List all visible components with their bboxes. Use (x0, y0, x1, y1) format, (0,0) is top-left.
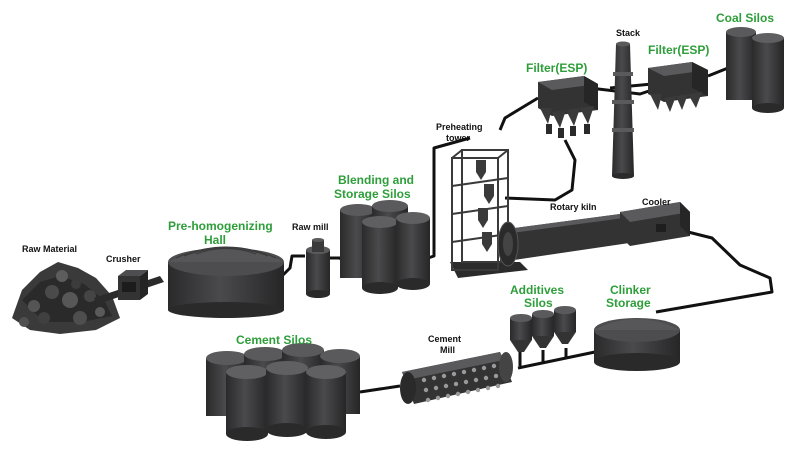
label-additives-silos-2: Silos (524, 296, 553, 310)
label-additives-silos-1: Additives (510, 283, 564, 297)
pipe-tower-to-filter-left (498, 96, 539, 131)
label-blending-silos-1: Blending and (338, 173, 414, 187)
additives-silos (510, 306, 576, 352)
pipe-filter-left-to-kiln (504, 139, 577, 202)
pipe-filter-right-to-coal (707, 66, 729, 78)
label-filter-esp-left: Filter(ESP) (526, 61, 587, 75)
cement-silos (206, 343, 360, 441)
label-preheating-tower-1: Preheating (436, 122, 483, 132)
rotary-kiln (497, 210, 654, 267)
filter-esp-left (538, 76, 598, 138)
label-cooler: Cooler (642, 197, 671, 207)
cooler (620, 202, 690, 246)
stack (612, 41, 634, 179)
pipe-blending-to-tower (427, 136, 471, 260)
label-coal-silos: Coal Silos (716, 11, 774, 25)
pipe-clinker-to-cement-mill (517, 350, 596, 370)
label-filter-esp-right: Filter(ESP) (648, 43, 709, 57)
filter-esp-right (648, 62, 708, 112)
label-raw-material: Raw Material (22, 244, 77, 254)
pipe-mill-to-cement-silos (359, 384, 401, 394)
pipe-additives-down (518, 348, 568, 366)
crusher (94, 270, 164, 304)
label-clinker-storage-2: Storage (606, 296, 651, 310)
label-cement-silos: Cement Silos (236, 333, 312, 347)
raw-mill (306, 238, 330, 298)
label-raw-mill: Raw mill (292, 222, 329, 232)
blending-storage-silos (340, 200, 430, 294)
label-preheating-tower-2: tower (446, 133, 471, 143)
label-rotary-kiln: Rotary kiln (550, 202, 597, 212)
raw-material-pile (12, 262, 120, 334)
label-pre-homogenizing-hall-2: Hall (204, 233, 226, 247)
label-crusher: Crusher (106, 254, 141, 264)
process-pipes (280, 66, 774, 394)
pipe-hall-to-rawmill (280, 254, 305, 278)
coal-silos (726, 27, 784, 113)
label-blending-silos-2: Storage Silos (334, 187, 411, 201)
cement-mill (400, 352, 513, 404)
label-cement-mill-1: Cement (428, 334, 461, 344)
pipe-cooler-to-clinker (655, 230, 774, 314)
label-stack: Stack (616, 28, 641, 38)
pre-homogenizing-hall (168, 246, 284, 318)
label-cement-mill-2: Mill (440, 345, 455, 355)
clinker-storage (594, 318, 680, 371)
label-clinker-storage-1: Clinker (610, 283, 651, 297)
label-pre-homogenizing-hall-1: Pre-homogenizing (168, 219, 273, 233)
